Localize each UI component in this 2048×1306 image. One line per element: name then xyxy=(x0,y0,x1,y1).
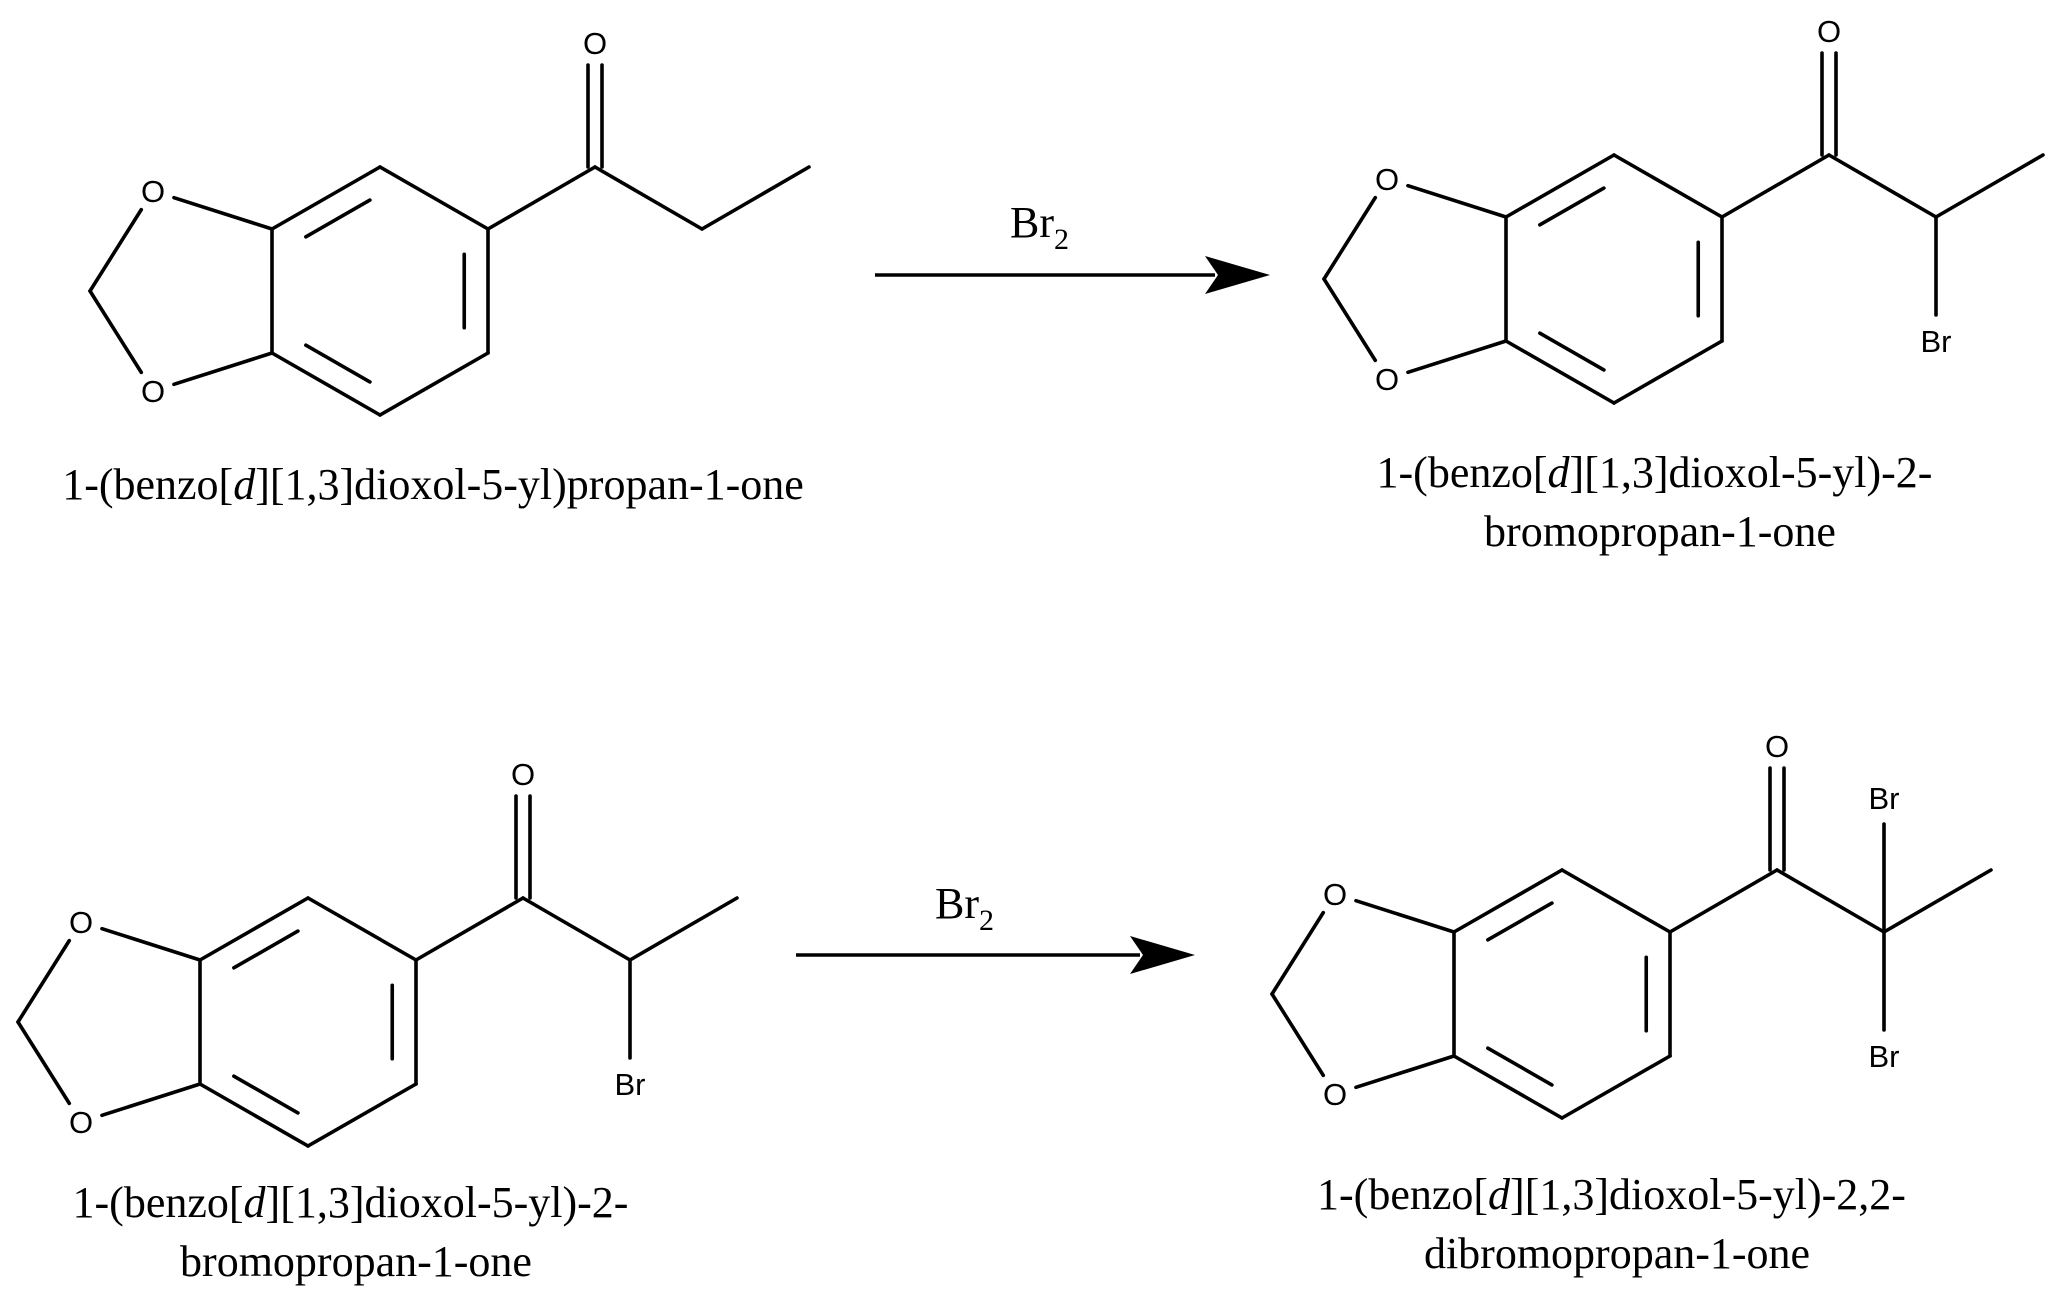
dioxole-bond xyxy=(1354,1054,1456,1090)
oxygen-atom: O xyxy=(69,905,93,940)
ring-double-bond xyxy=(304,198,372,239)
reaction-arrow-2: Br2 xyxy=(796,879,1195,974)
product-caption-2: 1-(benzo[d][1,3]dioxol-5-yl)-2,2- dibrom… xyxy=(1317,1170,1917,1278)
oxygen-atom: O xyxy=(1323,1077,1347,1112)
caption-line: 1-(benzo[d][1,3]dioxol-5-yl)-2- xyxy=(73,1178,629,1227)
chain-bond xyxy=(628,896,739,962)
caption-line: dibromopropan-1-one xyxy=(1424,1229,1810,1278)
ring-bond xyxy=(1504,153,1616,219)
chain-bond xyxy=(593,165,704,231)
ring-bond xyxy=(1560,868,1672,934)
oxygen-atom: O xyxy=(1817,14,1841,49)
ring-double-bond xyxy=(1486,901,1554,942)
oxygen-atom: O xyxy=(511,757,535,792)
dioxole-bond xyxy=(16,1020,72,1106)
caption-line: 1-(benzo[d][1,3]dioxol-5-yl)propan-1-one xyxy=(62,460,804,509)
ring-bond xyxy=(270,351,382,417)
dioxole-bond xyxy=(1406,339,1508,375)
reactant-structure-2: O O O Br xyxy=(16,757,739,1148)
ring-bond xyxy=(1452,1054,1564,1120)
ring-bond xyxy=(270,165,382,231)
bromine-atom: Br xyxy=(615,1067,646,1102)
ring-bond xyxy=(378,165,490,231)
bromine-atom: Br xyxy=(1869,781,1900,816)
ring-bond xyxy=(198,1082,310,1148)
caption-line: bromopropan-1-one xyxy=(1484,507,1836,556)
dioxole-bond xyxy=(1270,992,1326,1078)
aryl-carbonyl-bond xyxy=(1668,868,1779,934)
chain-bond xyxy=(521,896,632,962)
ring-bond xyxy=(1612,339,1724,405)
reagent-label-2: Br2 xyxy=(935,879,994,937)
chain-bond xyxy=(1827,153,1938,219)
dioxole-bond xyxy=(1322,195,1378,281)
ring-double-bond xyxy=(232,929,300,970)
caption-line: 1-(benzo[d][1,3]dioxol-5-yl)-2- xyxy=(1377,448,1933,497)
ring-double-bond xyxy=(1538,331,1606,372)
aryl-carbonyl-bond xyxy=(1720,153,1831,219)
oxygen-atom: O xyxy=(1323,877,1347,912)
oxygen-atom: O xyxy=(141,374,165,409)
chain-bond xyxy=(1775,868,1886,934)
oxygen-atom: O xyxy=(1375,362,1399,397)
ring-double-bond xyxy=(232,1074,300,1115)
reactant-caption-2: 1-(benzo[d][1,3]dioxol-5-yl)-2- bromopro… xyxy=(73,1178,640,1286)
oxygen-atom: O xyxy=(69,1105,93,1140)
aryl-carbonyl-bond xyxy=(486,165,597,231)
ring-bond xyxy=(1560,1054,1672,1120)
ring-double-bond xyxy=(304,343,372,384)
caption-line: 1-(benzo[d][1,3]dioxol-5-yl)-2,2- xyxy=(1317,1170,1906,1219)
ring-bond xyxy=(1504,339,1616,405)
dioxole-bond xyxy=(172,195,274,231)
chain-bond xyxy=(1934,153,2045,219)
oxygen-atom: O xyxy=(141,174,165,209)
dioxole-bond xyxy=(100,926,202,962)
dioxole-bond xyxy=(88,207,144,293)
reactant-caption-1: 1-(benzo[d][1,3]dioxol-5-yl)propan-1-one xyxy=(62,460,804,509)
chain-bond xyxy=(700,165,811,231)
dioxole-bond xyxy=(1322,277,1378,363)
caption-line: bromopropan-1-one xyxy=(180,1237,532,1286)
dioxole-bond xyxy=(100,1082,202,1118)
ring-bond xyxy=(306,896,418,962)
bromine-atom: Br xyxy=(1869,1039,1900,1074)
ring-double-bond xyxy=(1486,1046,1554,1087)
aryl-carbonyl-bond xyxy=(414,896,525,962)
ring-bond xyxy=(1612,153,1724,219)
ring-bond xyxy=(306,1082,418,1148)
reaction-1: O O O Br2 O O O Br 1-(benzo[d][1,3]dioxol-5-y… xyxy=(62,14,2045,556)
reagent-label-1: Br2 xyxy=(1010,198,1069,256)
chain-bond xyxy=(1882,868,1993,934)
ring-bond xyxy=(378,351,490,417)
bromine-atom: Br xyxy=(1921,324,1952,359)
dioxole-bond xyxy=(1406,183,1508,219)
oxygen-atom: O xyxy=(1765,729,1789,764)
dioxole-bond xyxy=(88,289,144,375)
product-structure-1: O O O Br xyxy=(1322,14,2045,405)
reactant-structure-1: O O O xyxy=(88,26,811,417)
oxygen-atom: O xyxy=(1375,162,1399,197)
dioxole-bond xyxy=(172,351,274,387)
reaction-arrow-1: Br2 xyxy=(875,198,1270,294)
dioxole-bond xyxy=(16,938,72,1024)
dioxole-bond xyxy=(1354,898,1456,934)
oxygen-atom: O xyxy=(583,26,607,61)
ring-double-bond xyxy=(1538,186,1606,227)
ring-bond xyxy=(1452,868,1564,934)
dioxole-bond xyxy=(1270,910,1326,996)
product-caption-1: 1-(benzo[d][1,3]dioxol-5-yl)-2- bromopro… xyxy=(1377,448,1944,556)
ring-bond xyxy=(198,896,310,962)
